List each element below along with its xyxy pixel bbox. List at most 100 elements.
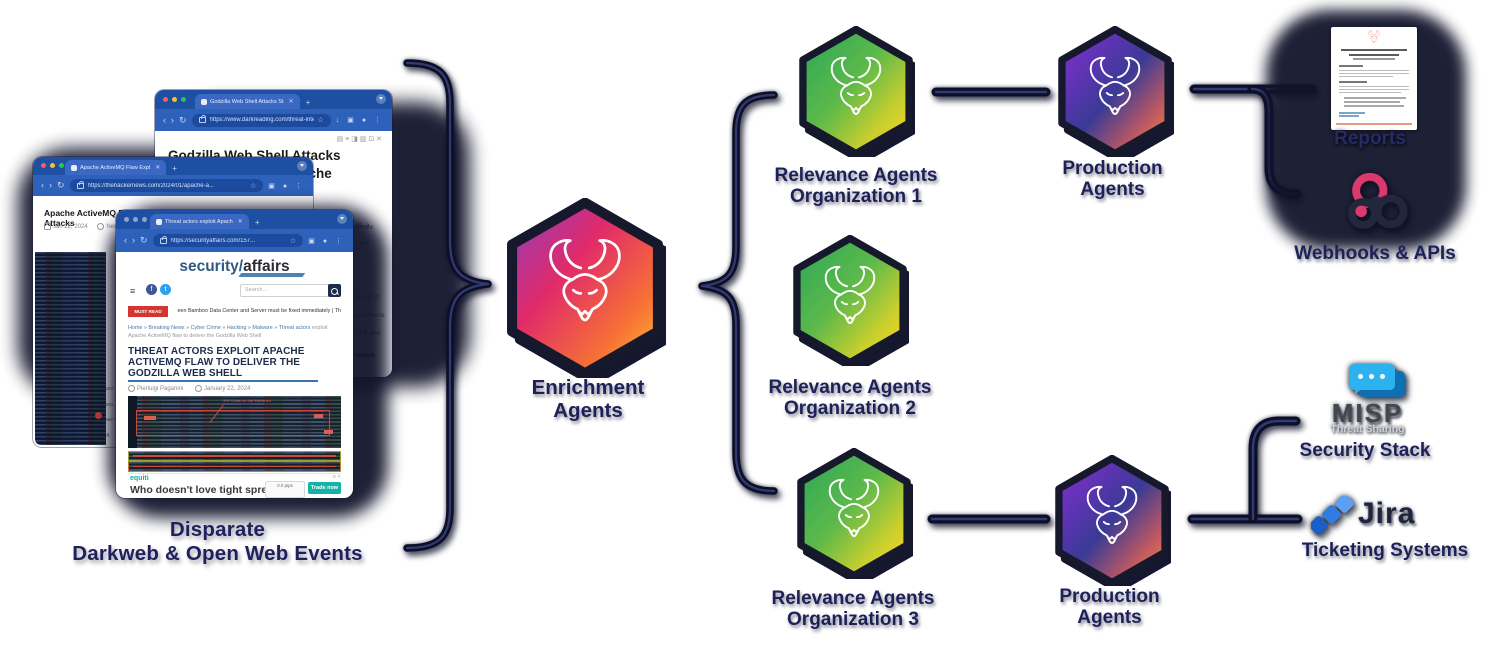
window-chevron-icon[interactable] (376, 94, 386, 104)
ad-choices-icon[interactable]: D ✕ (332, 474, 341, 479)
traffic-light-dots (41, 163, 64, 168)
tab-favicon (201, 98, 207, 105)
security-stack-label: Security Stack (1299, 440, 1431, 461)
browser-action-icons[interactable]: ↓ ▣ ● ⋮ (335, 117, 384, 124)
page-title: THREAT ACTORS EXPLOIT APACHE ACTIVEMQ FL… (128, 346, 305, 380)
tab-close-icon[interactable]: ✕ (155, 165, 161, 171)
webhook-icon (1347, 172, 1408, 229)
misp-tagline: Threat Sharing (1330, 423, 1405, 435)
title-bar: Godzilla Web Shell Attacks St ✕ + (155, 90, 392, 109)
headline-divider (128, 380, 318, 382)
url-text: https://thehackernews.com/2024/01/apache… (87, 182, 214, 189)
left-cluster-caption: Disparate Darkweb & Open Web Events (72, 518, 363, 565)
new-tab-button[interactable]: + (254, 218, 260, 227)
window-chevron-icon[interactable] (297, 161, 307, 171)
lock-icon (198, 115, 206, 123)
author-icon (97, 223, 105, 230)
url-field[interactable]: https://securityaffairs.com/157... ☆ (152, 234, 304, 247)
twitter-icon[interactable]: t (160, 284, 171, 295)
url-text: https://www.darkreading.com/threat-intel… (209, 117, 314, 123)
search-input[interactable]: Search... (240, 284, 330, 297)
securityaffairs-logo[interactable]: security/affairs (128, 258, 341, 277)
code-strip-2 (128, 461, 341, 472)
forward-icon[interactable]: › (132, 235, 135, 245)
url-text: https://securityaffairs.com/157... (170, 237, 256, 244)
ad-headline: Who doesn't love tight spreads? (130, 484, 292, 496)
hamburger-icon[interactable]: ≡ (130, 286, 136, 296)
bookmark-star-icon[interactable]: ☆ (289, 237, 297, 245)
breadcrumb[interactable]: Home » Breaking News » Cyber Crime » Hac… (128, 325, 328, 340)
tab-close-icon[interactable]: ✕ (288, 99, 294, 105)
ad-cta-button[interactable]: Trade now (308, 482, 341, 494)
jira-wordmark: Jira (1358, 497, 1416, 530)
page-content: security/affairs ≡ f t Search... MUST RE… (128, 252, 341, 498)
right-brace (698, 91, 778, 495)
browser-window-securityaffairs: Threat actors exploit Apach ✕ + ‹ › ↻ ht… (116, 210, 353, 498)
ticker-text[interactable]: een Bamboo Data Center and Server must b… (177, 308, 341, 314)
title-bar: Apache ActiveMQ Flaw Expl ✕ + (33, 157, 313, 175)
traffic-light-dots (163, 97, 186, 102)
ticketing-systems-label: Ticketing Systems (1301, 540, 1469, 561)
window-chevron-icon[interactable] (337, 214, 347, 224)
must-read-button[interactable]: MUST READ (128, 306, 168, 317)
ad-banner: equiti D ✕ Who doesn't love tight spread… (128, 473, 341, 498)
tab-title: Threat actors exploit Apach (165, 218, 233, 225)
calendar-icon (44, 223, 51, 230)
jira-icon (1311, 496, 1354, 535)
back-icon[interactable]: ‹ (163, 114, 166, 125)
byline: Pierluigi Paganini January 22, 2024 (128, 385, 250, 392)
browser-tab[interactable]: Threat actors exploit Apach ✕ (150, 214, 249, 229)
code-annotation: JSP Code on the Webshell (223, 398, 271, 403)
bookmark-star-icon[interactable]: ☆ (249, 182, 257, 190)
bookmark-star-icon[interactable]: ☆ (317, 117, 324, 124)
reports-label: Reports (1334, 128, 1406, 149)
author-icon (128, 385, 135, 392)
browser-tab[interactable]: Godzilla Web Shell Attacks St ✕ (195, 94, 300, 109)
relevance-agents-org2-node (791, 234, 913, 374)
url-field[interactable]: https://www.darkreading.com/threat-intel… (191, 113, 331, 127)
reload-icon[interactable]: ↻ (179, 114, 187, 125)
search-button[interactable] (328, 284, 341, 297)
browser-action-icons[interactable]: ▣ ● ⋮ (268, 182, 305, 190)
new-tab-button[interactable]: + (172, 164, 177, 173)
reload-icon[interactable]: ↻ (140, 235, 148, 245)
traffic-light-dots (124, 217, 147, 222)
misp-logo (1349, 364, 1409, 400)
url-field[interactable]: https://thehackernews.com/2024/01/apache… (69, 179, 264, 192)
date-icon (195, 385, 203, 392)
address-bar: ‹ › ↻ https://thehackernews.com/2024/01/… (33, 175, 313, 196)
address-bar: ‹ › ↻ https://www.darkreading.com/threat… (155, 109, 392, 131)
enrichment-agents-node (504, 197, 671, 387)
embedded-code-screenshot (35, 252, 106, 445)
back-icon[interactable]: ‹ (41, 180, 44, 190)
relevance-agents-org1-node (797, 25, 919, 165)
address-bar: ‹ › ↻ https://securityaffairs.com/157...… (116, 229, 353, 252)
code-screenshot: JSP Code on the Webshell (128, 396, 341, 448)
browser-tab[interactable]: Apache ActiveMQ Flaw Expl ✕ (65, 160, 167, 175)
tab-favicon (156, 218, 162, 225)
tab-title: Godzilla Web Shell Attacks St (210, 98, 284, 105)
forward-icon[interactable]: › (49, 180, 52, 190)
facebook-icon[interactable]: f (146, 284, 157, 295)
reload-icon[interactable]: ↻ (57, 180, 65, 190)
report-bull-logo-icon (1366, 30, 1382, 45)
forward-icon[interactable]: › (171, 114, 174, 125)
new-tab-button[interactable]: + (305, 98, 311, 107)
production-agents-bottom-node (1053, 454, 1175, 594)
article-toolbar-icons[interactable]: ▤ ≡ ◨ ▥ ⊡ ✕ (336, 136, 382, 143)
tab-favicon (71, 164, 77, 171)
line-prod2-misp (1248, 416, 1301, 524)
browser-action-icons[interactable]: ▣ ● ⋮ (308, 237, 345, 245)
must-read-ticker: MUST READ een Bamboo Data Center and Ser… (128, 306, 341, 318)
tab-close-icon[interactable]: ✕ (237, 219, 243, 225)
back-icon[interactable]: ‹ (124, 235, 127, 245)
ad-brand-logo: equiti (130, 475, 149, 482)
misp-wordmark: MISP (1331, 398, 1404, 428)
production-agents-top-node (1056, 25, 1178, 165)
code-strip-1 (128, 451, 341, 461)
